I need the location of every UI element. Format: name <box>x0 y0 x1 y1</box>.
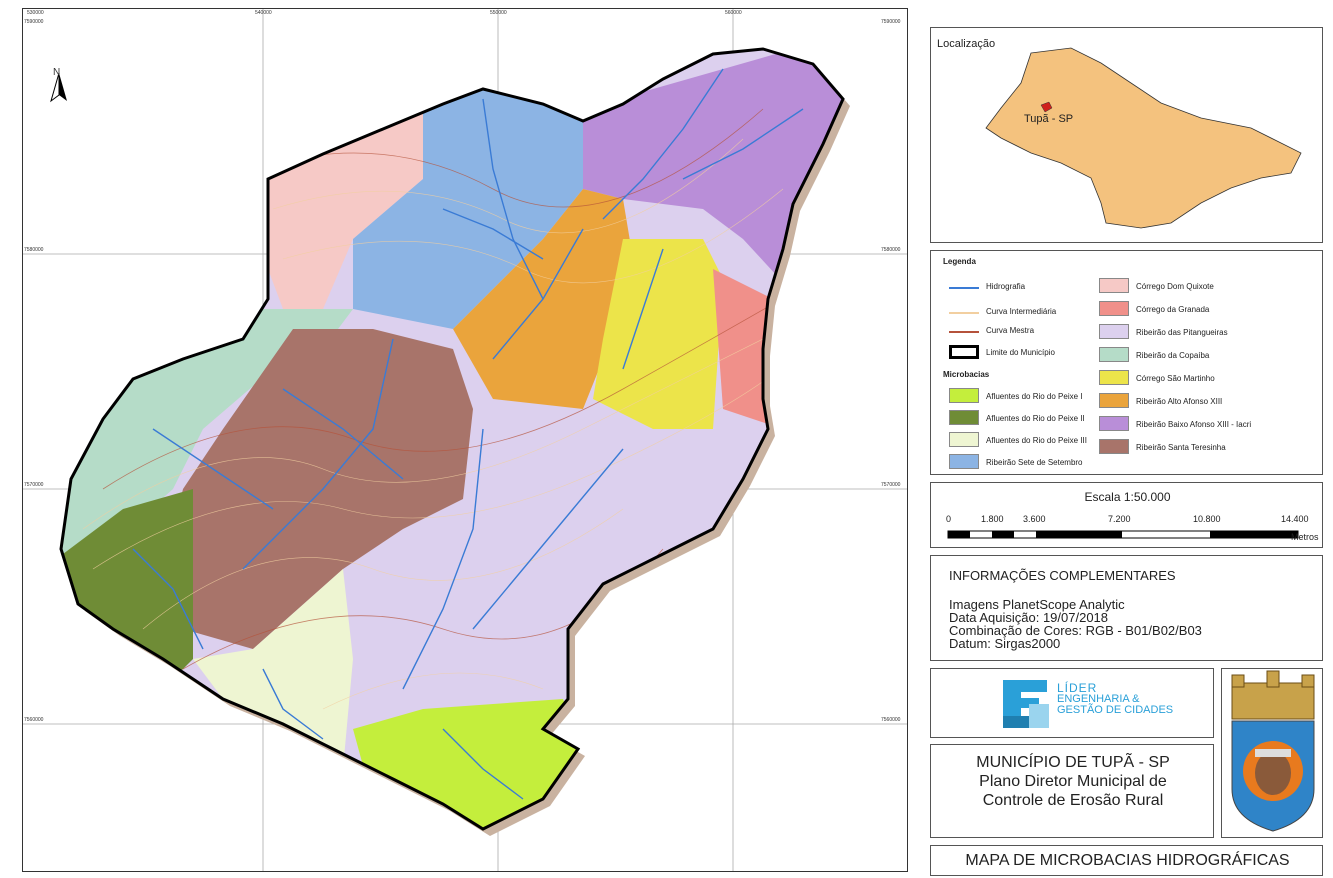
state-map-svg <box>985 47 1302 229</box>
municipality-boundary <box>59 47 845 831</box>
scale-bar <box>947 530 1299 539</box>
top-coord-2: 540000 <box>255 10 272 16</box>
left-coord-3: 7570000 <box>24 482 44 488</box>
legend-peixe-i: Afluentes do Rio do Peixe I <box>986 392 1083 401</box>
north-arrow-icon <box>50 72 67 103</box>
right-coord-2: 7580000 <box>881 247 901 253</box>
scale-tick-5: 14.400 <box>1281 514 1309 524</box>
swatch-sao-martinho <box>1099 370 1129 385</box>
legend-panel: Legenda Hidrografia Curva Intermediária … <box>930 250 1323 475</box>
logo-name: LÍDER <box>1057 681 1098 695</box>
basin-sete-setembro <box>353 69 583 329</box>
map-title: MAPA DE MICROBACIAS HIDROGRÁFICAS <box>965 852 1290 869</box>
left-coord-2: 7580000 <box>24 247 44 253</box>
north-label: N <box>53 67 61 78</box>
info-line-4: Datum: Sirgas2000 <box>949 636 1061 651</box>
scale-tick-0: 0 <box>946 514 952 524</box>
municipality-name: MUNICÍPIO DE TUPÃ - SP <box>976 754 1170 771</box>
scale-tick-4: 10.800 <box>1193 514 1221 524</box>
swatch-granada <box>1099 301 1129 316</box>
swatch-pitangueiras <box>1099 324 1129 339</box>
swatch-baixo-afonso <box>1099 416 1129 431</box>
swatch-copaiba <box>1099 347 1129 362</box>
map-title-panel: MAPA DE MICROBACIAS HIDROGRÁFICAS <box>930 845 1323 876</box>
basin-map-svg <box>23 9 907 871</box>
plan-title-2: Controle de Erosão Rural <box>982 792 1164 809</box>
swatch-alto-afonso <box>1099 393 1129 408</box>
right-coord-3: 7570000 <box>881 482 901 488</box>
legend-sete-setembro: Ribeirão Sete de Setembro <box>986 458 1083 467</box>
legend-sao-martinho: Córrego São Martinho <box>1136 374 1215 383</box>
scale-panel: Escala 1:50.000 0 1.800 3.600 7.200 10.8… <box>930 482 1323 548</box>
legend-dom-quixote: Córrego Dom Quixote <box>1136 282 1214 291</box>
curva-mestra-line <box>949 331 979 333</box>
plan-title-1: Plano Diretor Municipal de <box>979 773 1167 790</box>
left-coord-1: 7590000 <box>24 19 44 25</box>
legend-santa-teresinha: Ribeirão Santa Teresinha <box>1136 443 1226 452</box>
swatch-santa-teresinha <box>1099 439 1129 454</box>
basin-santa-teresinha <box>163 329 473 649</box>
info-line-1: Imagens PlanetScope Analytic <box>949 597 1125 612</box>
legend-curva-mestra: Curva Mestra <box>986 326 1035 335</box>
right-coord-1: 7590000 <box>881 19 901 25</box>
scale-tick-3: 7.200 <box>1108 514 1131 524</box>
legend-alto-afonso: Ribeirão Alto Afonso XIII <box>1136 397 1223 406</box>
company-logo-icon <box>1003 680 1049 728</box>
swatch-dom-quixote <box>1099 278 1129 293</box>
microbacias-title: Microbacias <box>943 370 990 379</box>
top-coord-3: 550000 <box>490 10 507 16</box>
basin-peixe-iii <box>193 569 353 769</box>
location-panel: Localização Tupã - SP <box>930 27 1323 243</box>
swatch-sete-setembro <box>949 454 979 469</box>
scale-title: Escala 1:50.000 <box>1084 490 1171 504</box>
info-line-3: Combinação de Cores: RGB - B01/B02/B03 <box>949 623 1202 638</box>
state-shape <box>985 47 1302 229</box>
legend-pitangueiras: Ribeirão das Pitangueiras <box>1136 328 1228 337</box>
logo-line2: GESTÃO DE CIDADES <box>1057 704 1174 716</box>
left-coord-4: 7560000 <box>24 717 44 723</box>
info-title: INFORMAÇÕES COMPLEMENTARES <box>949 568 1176 583</box>
city-label: Tupã - SP <box>1024 113 1074 125</box>
legend-copaiba: Ribeirão da Copaíba <box>1136 351 1210 360</box>
legend-granada: Córrego da Granada <box>1136 305 1210 314</box>
city-marker <box>1040 101 1053 113</box>
legend-peixe-iii: Afluentes do Rio do Peixe III <box>986 436 1087 445</box>
main-map[interactable]: N 530000 540000 550000 560000 7590000 75… <box>22 8 908 872</box>
logo-line1: ENGENHARIA & <box>1057 693 1140 705</box>
legend-peixe-ii: Afluentes do Rio do Peixe II <box>986 414 1085 423</box>
location-title: Localização <box>937 38 996 50</box>
legend-title: Legenda <box>943 257 976 266</box>
basin-sao-martinho <box>593 239 723 429</box>
scale-tick-2: 3.600 <box>1023 514 1046 524</box>
swatch-peixe-i <box>949 388 979 403</box>
right-coord-4: 7560000 <box>881 717 901 723</box>
top-coord-1: 530000 <box>27 10 44 16</box>
drainage-network <box>132 68 804 800</box>
swatch-peixe-iii <box>949 432 979 447</box>
microbasins <box>61 49 843 829</box>
scale-tick-1: 1.800 <box>981 514 1004 524</box>
legend-hidrografia: Hidrografia <box>986 282 1026 291</box>
curva-intermediaria-line <box>949 312 979 314</box>
logo-panel: LÍDER ENGENHARIA & GESTÃO DE CIDADES <box>930 668 1214 738</box>
municipality-panel: MUNICÍPIO DE TUPÃ - SP Plano Diretor Mun… <box>930 744 1214 838</box>
legend-baixo-afonso: Ribeirão Baixo Afonso XIII - Iacri <box>1136 420 1252 429</box>
legend-limite: Limite do Município <box>986 348 1055 357</box>
limite-symbol <box>949 345 979 359</box>
coat-of-arms-icon <box>1231 670 1315 832</box>
info-line-2: Data Aquisição: 19/07/2018 <box>949 610 1109 625</box>
info-panel: INFORMAÇÕES COMPLEMENTARES Imagens Plane… <box>930 555 1323 661</box>
hidrografia-line <box>949 287 979 289</box>
top-coord-4: 560000 <box>725 10 742 16</box>
contour-lines <box>82 138 824 710</box>
coat-of-arms-panel <box>1221 668 1323 838</box>
scale-unit: Metros <box>1291 532 1319 542</box>
legend-curva-intermediaria: Curva Intermediária <box>986 307 1057 316</box>
swatch-peixe-ii <box>949 410 979 425</box>
